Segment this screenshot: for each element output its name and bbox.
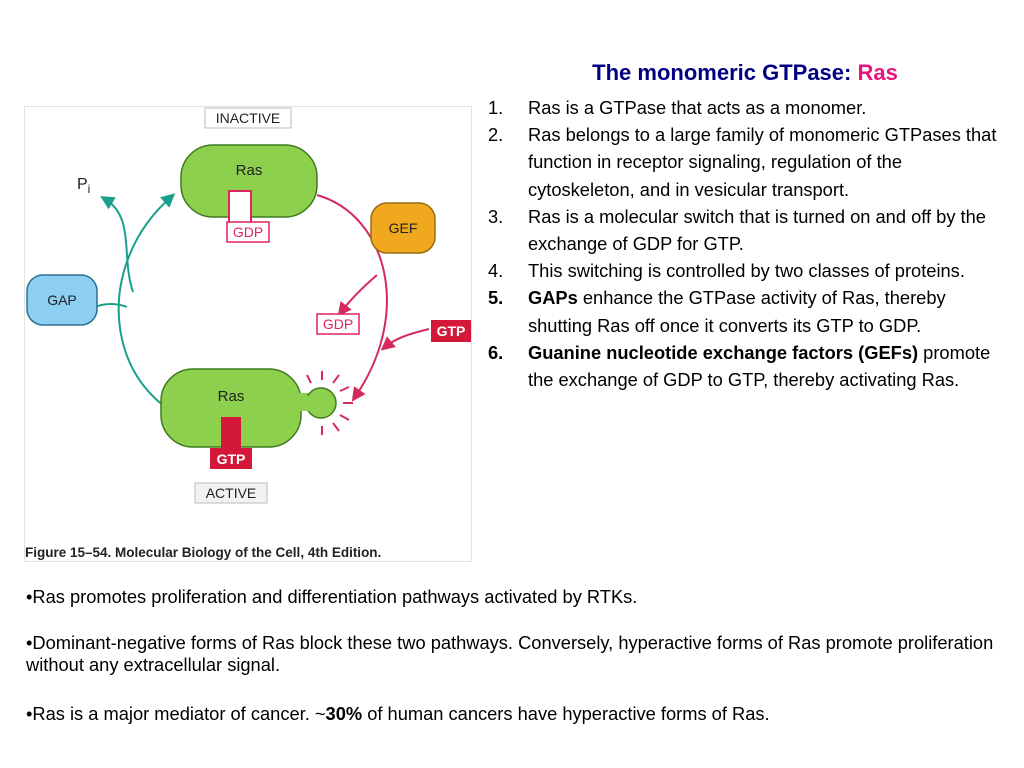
gdp-released-box — [316, 313, 360, 335]
ras-cycle-figure: INACTIVE Ras GDP Pi GAP GEF GDP GTP — [24, 106, 472, 562]
activation-burst-icon — [306, 371, 353, 435]
point-text: enhance the GTPase activity of Ras, ther… — [528, 287, 946, 336]
ras-cycle-diagram: INACTIVE Ras GDP Pi GAP GEF GDP GTP — [25, 107, 471, 560]
point-item: 5. GAPs enhance the GTPase activity of Ra… — [488, 284, 1008, 338]
gdp-release-arrow — [337, 274, 378, 317]
gdp-bound-label: GDP — [233, 224, 263, 240]
bullet-cancer-post: of human cancers have hyperactive forms … — [362, 703, 770, 724]
gap-shape — [26, 274, 98, 326]
point-text: Ras is a molecular switch that is turned… — [528, 205, 986, 255]
bullet-cancer-percent: 30% — [325, 703, 363, 724]
gtp-entry-arrow — [380, 328, 430, 351]
point-bold-term: GAPs — [528, 287, 578, 309]
pi-label: Pi — [77, 176, 90, 196]
gef-shape — [370, 202, 436, 254]
gef-cycle-arrow — [316, 194, 388, 402]
gtp-bound-box — [210, 448, 252, 469]
point-text: This switching is controlled by two clas… — [528, 260, 965, 282]
figure-caption: Figure 15–54. Molecular Biology of the C… — [25, 545, 381, 560]
point-number: 2. — [488, 124, 504, 146]
numbered-points: 1. Ras is a GTPase that acts as a monomer… — [488, 94, 1008, 393]
point-item: 3. Ras is a molecular switch that is turn… — [488, 203, 1008, 257]
point-number: 6. — [488, 341, 504, 363]
gdp-bound-box — [226, 221, 270, 243]
ras-inactive-label: Ras — [236, 162, 263, 179]
pi-release-arrow — [100, 196, 134, 293]
gap-label: GAP — [47, 292, 77, 308]
point-bold-term: Guanine nucleotide exchange factors (GEF… — [528, 341, 919, 363]
active-label: ACTIVE — [206, 485, 257, 501]
point-number: 4. — [488, 260, 504, 282]
point-number: 5. — [488, 287, 504, 309]
title-main: The monomeric GTPase: — [592, 60, 858, 85]
point-text: Ras is a GTPase that acts as a monomer. — [528, 97, 867, 118]
bullet-cancer-pre: •Ras is a major mediator of cancer. ~ — [26, 703, 326, 724]
point-number: 1. — [488, 97, 504, 118]
inactive-label-box — [204, 107, 292, 129]
gef-label: GEF — [389, 220, 418, 236]
point-item: 2. Ras belongs to a large family of monom… — [488, 121, 1008, 203]
active-label-box — [194, 482, 268, 504]
gtp-incoming-label: GTP — [437, 323, 466, 339]
gtp-bound-pocket — [221, 417, 241, 455]
point-item: 4. This switching is controlled by two cl… — [488, 257, 1008, 284]
inactive-label: INACTIVE — [216, 110, 281, 126]
gdp-released-label: GDP — [323, 316, 353, 332]
bullet-proliferation: •Ras promotes proliferation and differen… — [26, 586, 638, 607]
slide-title: The monomeric GTPase: Ras — [530, 60, 960, 86]
gtp-bound-label: GTP — [217, 451, 246, 467]
gap-link-arrow — [94, 303, 128, 308]
point-text: promote the exchange of GDP to GTP, ther… — [528, 341, 991, 391]
point-number: 3. — [488, 205, 504, 227]
ras-active-label: Ras — [218, 388, 245, 405]
point-item: 1. Ras is a GTPase that acts as a monomer… — [488, 94, 1008, 121]
point-text: Ras belongs to a large family of monomer… — [528, 124, 997, 200]
point-item: 6. Guanine nucleotide exchange factors (G… — [488, 339, 1008, 393]
title-highlight: Ras — [857, 60, 898, 85]
bullet-cancer: •Ras is a major mediator of cancer. ~30%… — [26, 703, 1006, 725]
gtp-incoming-box — [431, 320, 471, 342]
bullet-dominant-negative: •Dominant-negative forms of Ras block th… — [26, 632, 994, 675]
gdp-bound-pocket — [228, 190, 252, 226]
